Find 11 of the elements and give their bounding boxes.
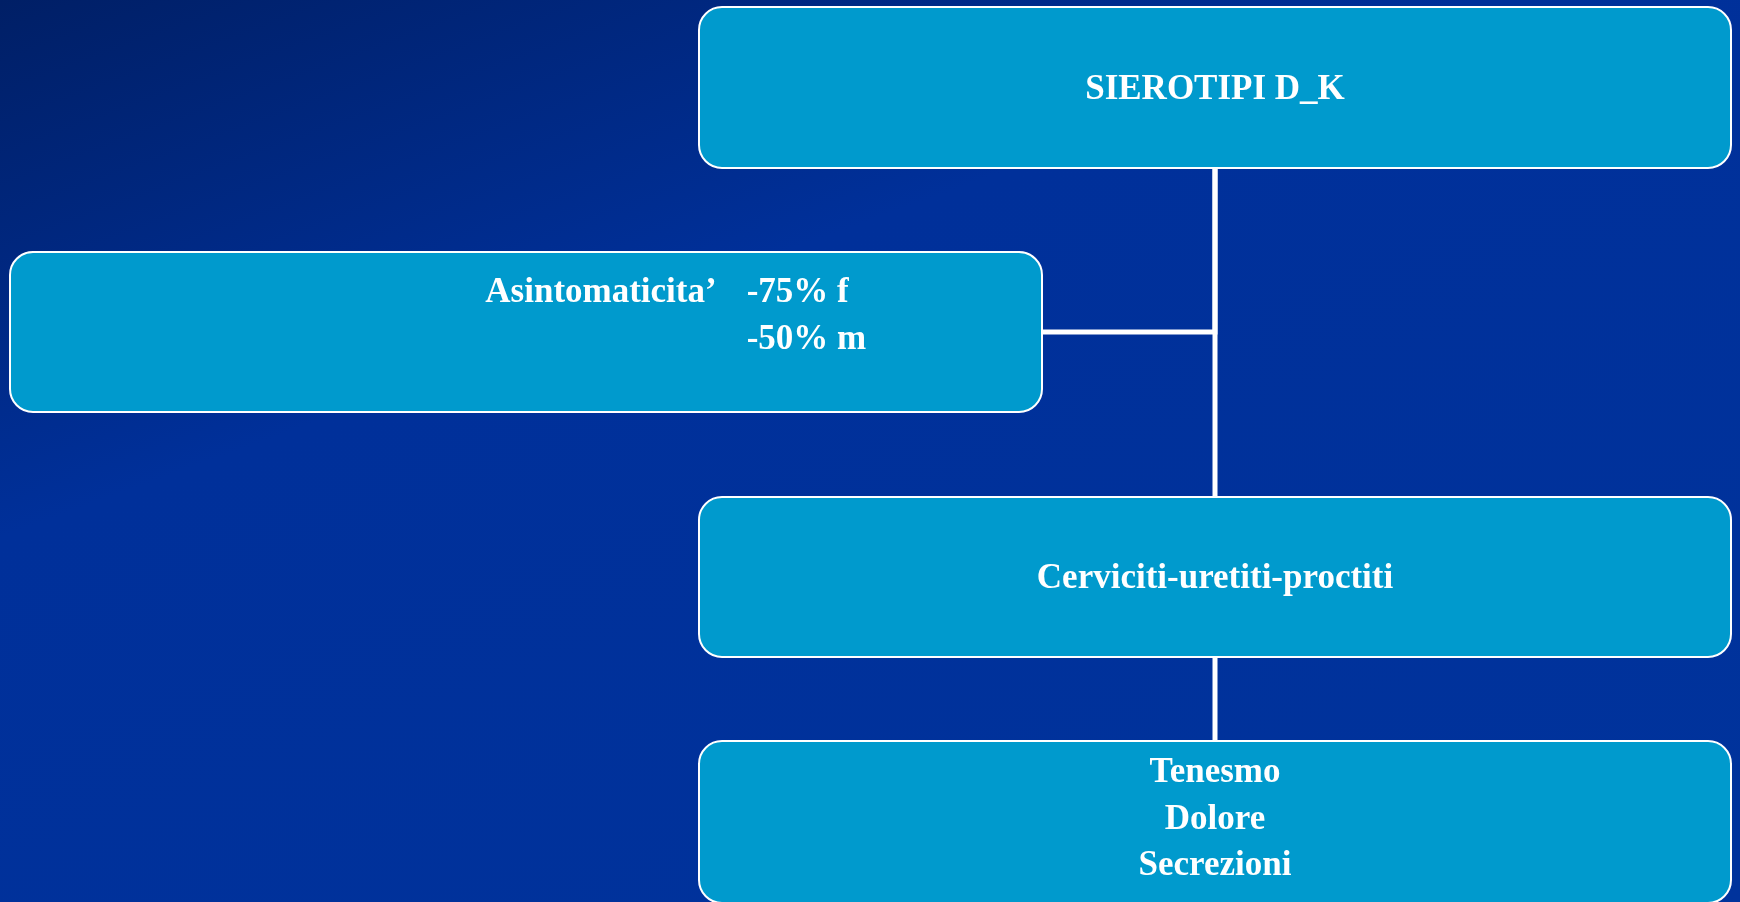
text-box xyxy=(698,6,1732,169)
box-text: Tenesmo Dolore Secrezioni xyxy=(1138,750,1292,886)
heading-text: Asintomaticita’ xyxy=(485,270,717,312)
box-text: SIEROTIPI D_K xyxy=(1085,66,1345,109)
percentage-text: -75% f -50% m xyxy=(746,270,868,360)
connector-line xyxy=(1212,169,1218,496)
connector-line xyxy=(1212,658,1218,740)
text-box xyxy=(698,740,1732,902)
text-box xyxy=(698,496,1732,658)
box-text: Cerviciti-uretiti-proctiti xyxy=(1036,556,1394,598)
text-box xyxy=(9,251,1043,413)
